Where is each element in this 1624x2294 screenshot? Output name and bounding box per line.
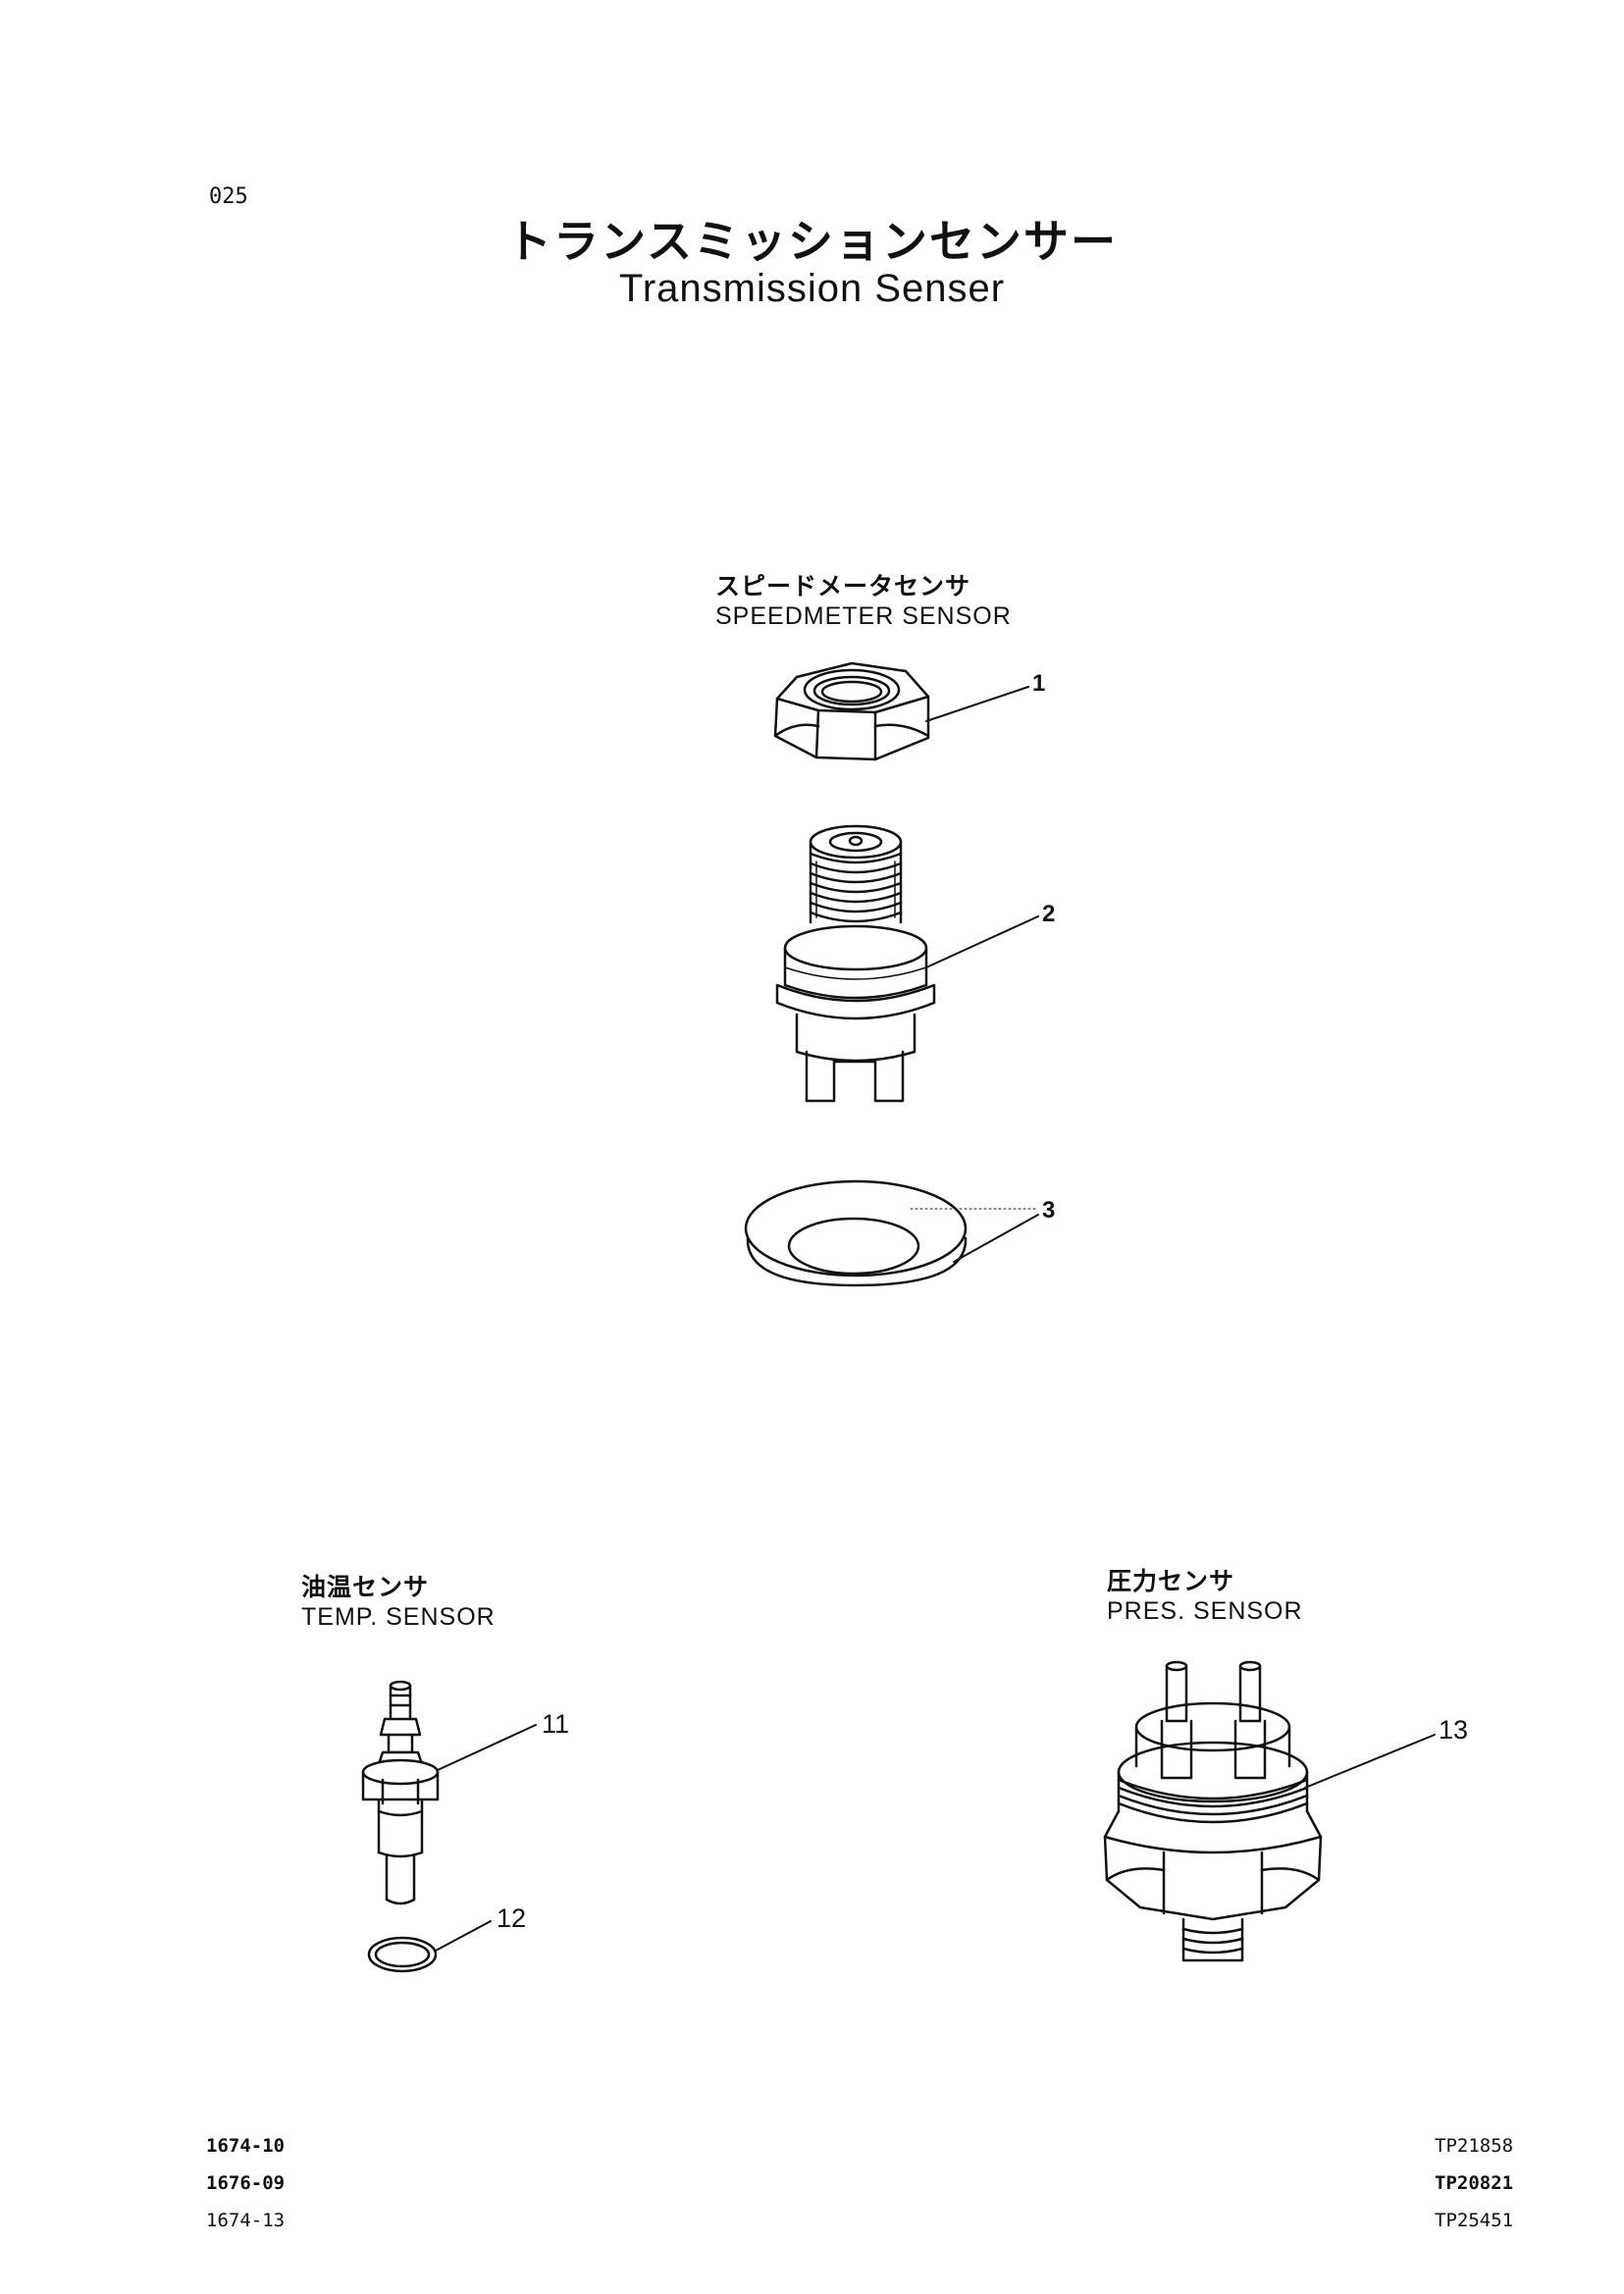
callout-2: 2 — [1042, 901, 1056, 927]
footer-code: TP21858 — [1435, 2135, 1514, 2157]
speedometer-sensor-label: スピードメータセンサ SPEEDMETER SENSOR — [715, 572, 1012, 631]
speedometer-sensor-drawing — [777, 826, 1038, 1101]
temp-sensor-label-ja: 油温センサ — [301, 1574, 430, 1601]
temp-sensor-label-en: TEMP. SENSOR — [301, 1603, 496, 1631]
callout-11: 11 — [542, 1709, 570, 1739]
speedometer-sensor-label-ja: スピードメータセンサ — [715, 573, 971, 600]
callout-1: 1 — [1032, 670, 1046, 697]
speedometer-sensor-label-en: SPEEDMETER SENSOR — [715, 602, 1012, 630]
o-ring-drawing — [369, 1921, 491, 1971]
footer-code: TP25451 — [1435, 2210, 1514, 2231]
pressure-sensor-label-ja: 圧力センサ — [1107, 1568, 1235, 1595]
footer-code: 1676-09 — [206, 2172, 286, 2194]
washer-drawing — [746, 1181, 1038, 1285]
temp-sensor-label: 油温センサ TEMP. SENSOR — [301, 1573, 496, 1632]
footer-code: 1674-10 — [206, 2135, 286, 2157]
pressure-sensor-drawing — [1105, 1662, 1435, 1960]
nut-drawing — [775, 663, 1028, 759]
page-number: 025 — [209, 184, 248, 209]
page-title-english: Transmission Senser — [618, 267, 1006, 310]
callout-13: 13 — [1439, 1715, 1469, 1745]
page-title-japanese: トランスミッションセンサー — [505, 215, 1119, 268]
callout-12: 12 — [497, 1903, 527, 1933]
footer-right-codes: TP21858 TP20821 TP25451 — [1435, 2127, 1513, 2239]
footer-left-codes: 1674-10 1676-09 1674-13 — [206, 2127, 285, 2239]
pressure-sensor-label-en: PRES. SENSOR — [1107, 1597, 1303, 1625]
pressure-sensor-label: 圧力センサ PRES. SENSOR — [1107, 1567, 1303, 1626]
temp-sensor-drawing — [363, 1682, 536, 1903]
callout-3: 3 — [1042, 1197, 1056, 1224]
footer-code: 1674-13 — [206, 2210, 286, 2231]
footer-code: TP20821 — [1435, 2172, 1514, 2194]
